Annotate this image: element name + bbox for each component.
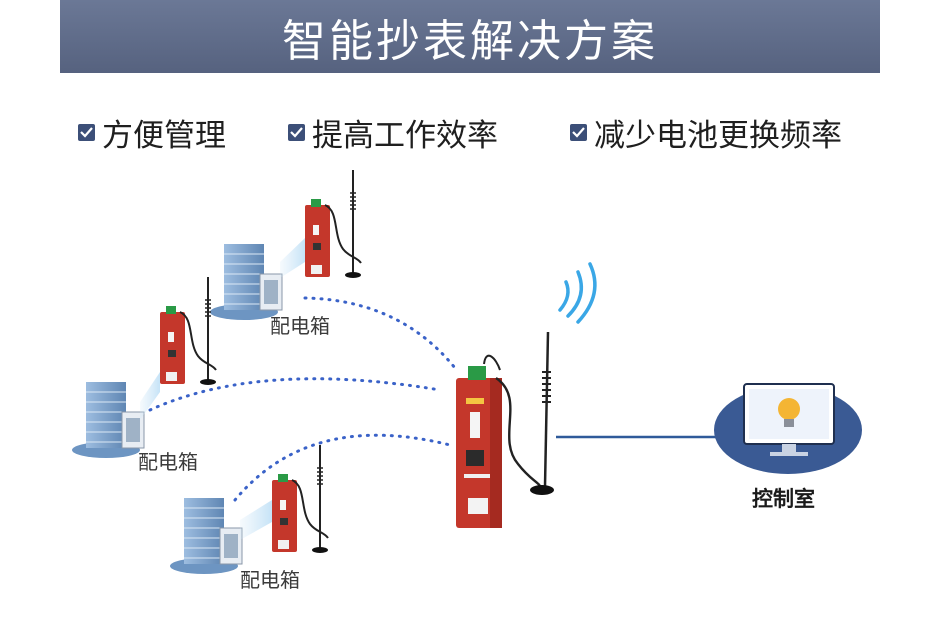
- link-line: [148, 377, 442, 412]
- distribution-box-label: 配电箱: [138, 450, 198, 474]
- lightbulb-icon: [778, 398, 800, 427]
- checkbox-icon: [288, 124, 305, 141]
- control-room-node: [714, 383, 862, 474]
- checkbox-icon: [78, 124, 95, 141]
- gateway-antenna: [530, 331, 554, 495]
- control-room-label: 控制室: [752, 487, 815, 511]
- signal-beam: [140, 372, 160, 420]
- feature-label: 减少电池更换频率: [594, 118, 842, 154]
- link-line: [303, 296, 457, 370]
- central-gateway: [456, 354, 544, 528]
- distribution-box-node: [169, 497, 243, 575]
- feature-item: 方便管理: [78, 110, 226, 155]
- link-line: [233, 433, 452, 502]
- signal-beam: [240, 500, 272, 540]
- title-banner: 智能抄表解决方案: [60, 0, 880, 73]
- router-device: [271, 444, 329, 554]
- router-device: [159, 276, 217, 386]
- distribution-box-label: 配电箱: [240, 568, 300, 592]
- feature-label: 方便管理: [102, 118, 226, 154]
- distribution-box-label: 配电箱: [270, 314, 330, 338]
- feature-item: 提高工作效率: [288, 110, 498, 155]
- checkbox-icon: [570, 124, 587, 141]
- router-device: [304, 169, 362, 279]
- feature-label: 提高工作效率: [312, 118, 498, 154]
- distribution-box-node: [71, 381, 145, 459]
- signal-beam: [280, 238, 305, 278]
- feature-item: 减少电池更换频率: [570, 110, 842, 155]
- wifi-signal-icon: [558, 262, 597, 324]
- page-title: 智能抄表解决方案: [282, 15, 658, 67]
- distribution-box-node: [209, 243, 283, 321]
- feature-list: 方便管理 提高工作效率 减少电池更换频率: [0, 110, 938, 158]
